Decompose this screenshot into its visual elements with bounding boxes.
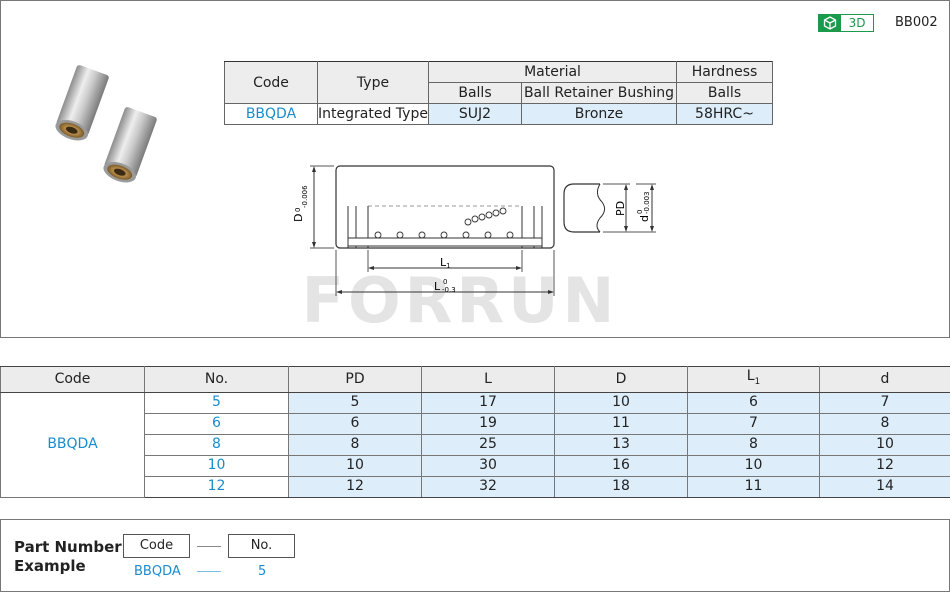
L-label: L <box>434 280 441 293</box>
dimension-table: Code No. PD L D L1 d BBQDA 5 5 17 10 6 7… <box>0 366 950 498</box>
dim-no-cell[interactable]: 6 <box>144 412 289 435</box>
dim-l-cell: 19 <box>421 412 555 435</box>
dim-header-pd: PD <box>288 366 422 393</box>
dim-d-cell: 14 <box>819 475 950 498</box>
dim-D-cell: 10 <box>554 391 688 414</box>
L-tolerance-top: 0 <box>443 278 447 286</box>
table-row: 8 8 25 13 8 10 <box>1 433 950 456</box>
part-number-example-title: Part Number Example <box>14 538 122 575</box>
spec-header-material: Material <box>428 61 677 83</box>
D-label: D <box>292 214 305 222</box>
watermark-text: FORRUN <box>302 264 619 330</box>
3d-label: 3D <box>848 16 866 30</box>
D-tolerance: -0.006 <box>301 185 309 208</box>
dim-no-cell[interactable]: 8 <box>144 433 289 456</box>
dim-pd-cell: 10 <box>288 454 422 477</box>
dim-no-cell[interactable]: 5 <box>144 391 289 414</box>
PD-label: PD <box>614 201 627 216</box>
d-label: d <box>638 215 651 222</box>
dim-no-cell[interactable]: 10 <box>144 454 289 477</box>
spec-header-type: Type <box>317 61 429 104</box>
3d-model-button[interactable]: 3D <box>818 14 874 32</box>
table-row: 12 12 32 18 11 14 <box>1 475 950 498</box>
spec-hardness-value: 58HRC~ <box>676 103 773 125</box>
dim-D-cell: 18 <box>554 475 688 498</box>
product-photo <box>55 65 157 183</box>
spec-header-balls: Balls <box>428 82 522 104</box>
table-row: BBQDA 5 5 17 10 6 7 <box>0 391 950 498</box>
dim-pd-cell: 5 <box>288 391 422 414</box>
dim-d-cell: 10 <box>819 433 950 456</box>
dim-l1-cell: 10 <box>687 454 820 477</box>
d-tolerance: -0.003 <box>643 191 651 214</box>
dim-l1-cell: 11 <box>687 475 820 498</box>
dim-header-d: d <box>819 366 950 393</box>
dim-l1-cell: 8 <box>687 433 820 456</box>
dim-header-l1: L1 <box>687 366 820 393</box>
example-code-value: BBQDA <box>134 564 181 579</box>
dim-pd-cell: 8 <box>288 433 422 456</box>
dim-l1-cell: 7 <box>687 412 820 435</box>
dim-l-cell: 32 <box>421 475 555 498</box>
spec-bushing-value: Bronze <box>521 103 677 125</box>
spec-type-value: Integrated Type <box>317 103 429 125</box>
spec-balls-value: SUJ2 <box>428 103 522 125</box>
D-tolerance-top: 0 <box>294 208 302 212</box>
example-value-separator <box>197 571 221 572</box>
spec-code-value[interactable]: BBQDA <box>224 103 318 125</box>
d-tolerance-top: 0 <box>636 210 644 214</box>
dim-l-cell: 17 <box>421 391 555 414</box>
technical-drawing: FORRUN D 0 -0.006 L1 L 0 -0.3 PD d 0 -0.… <box>292 165 656 330</box>
dim-pd-cell: 6 <box>288 412 422 435</box>
spec-header-bushing: Ball Retainer Bushing <box>521 82 677 104</box>
table-row: 6 6 19 11 7 8 <box>1 412 950 435</box>
part-number-example-panel <box>0 519 950 592</box>
cube-icon <box>819 15 841 31</box>
dim-l-cell: 30 <box>421 454 555 477</box>
dim-header-l: L <box>421 366 555 393</box>
dim-code-cell[interactable]: BBQDA <box>0 391 145 498</box>
dim-l-cell: 25 <box>421 433 555 456</box>
spec-table: Code Type Material Hardness Balls Ball R… <box>224 61 773 125</box>
dim-header-no: No. <box>144 366 289 393</box>
example-no-value: 5 <box>258 564 267 579</box>
dim-no-cell[interactable]: 12 <box>144 475 289 498</box>
L-tolerance: -0.3 <box>442 286 456 294</box>
dim-D-cell: 16 <box>554 454 688 477</box>
dim-pd-cell: 12 <box>288 475 422 498</box>
example-separator <box>197 546 221 547</box>
part-code: BB002 <box>895 15 938 30</box>
spec-header-code: Code <box>224 61 318 104</box>
L1-label: L1 <box>440 256 451 270</box>
spec-header-hardness: Hardness <box>676 61 773 83</box>
dim-D-cell: 11 <box>554 412 688 435</box>
dim-l1-cell: 6 <box>687 391 820 414</box>
table-row: 10 10 30 16 10 12 <box>1 454 950 477</box>
dim-D-cell: 13 <box>554 433 688 456</box>
example-no-box: No. <box>228 534 295 558</box>
dim-d-cell: 8 <box>819 412 950 435</box>
dim-d-cell: 12 <box>819 454 950 477</box>
dim-header-code: Code <box>0 366 145 393</box>
example-code-box: Code <box>123 534 190 558</box>
spec-header-hardness-balls: Balls <box>676 82 773 104</box>
dim-d-cell: 7 <box>819 391 950 414</box>
dim-header-D: D <box>554 366 688 393</box>
